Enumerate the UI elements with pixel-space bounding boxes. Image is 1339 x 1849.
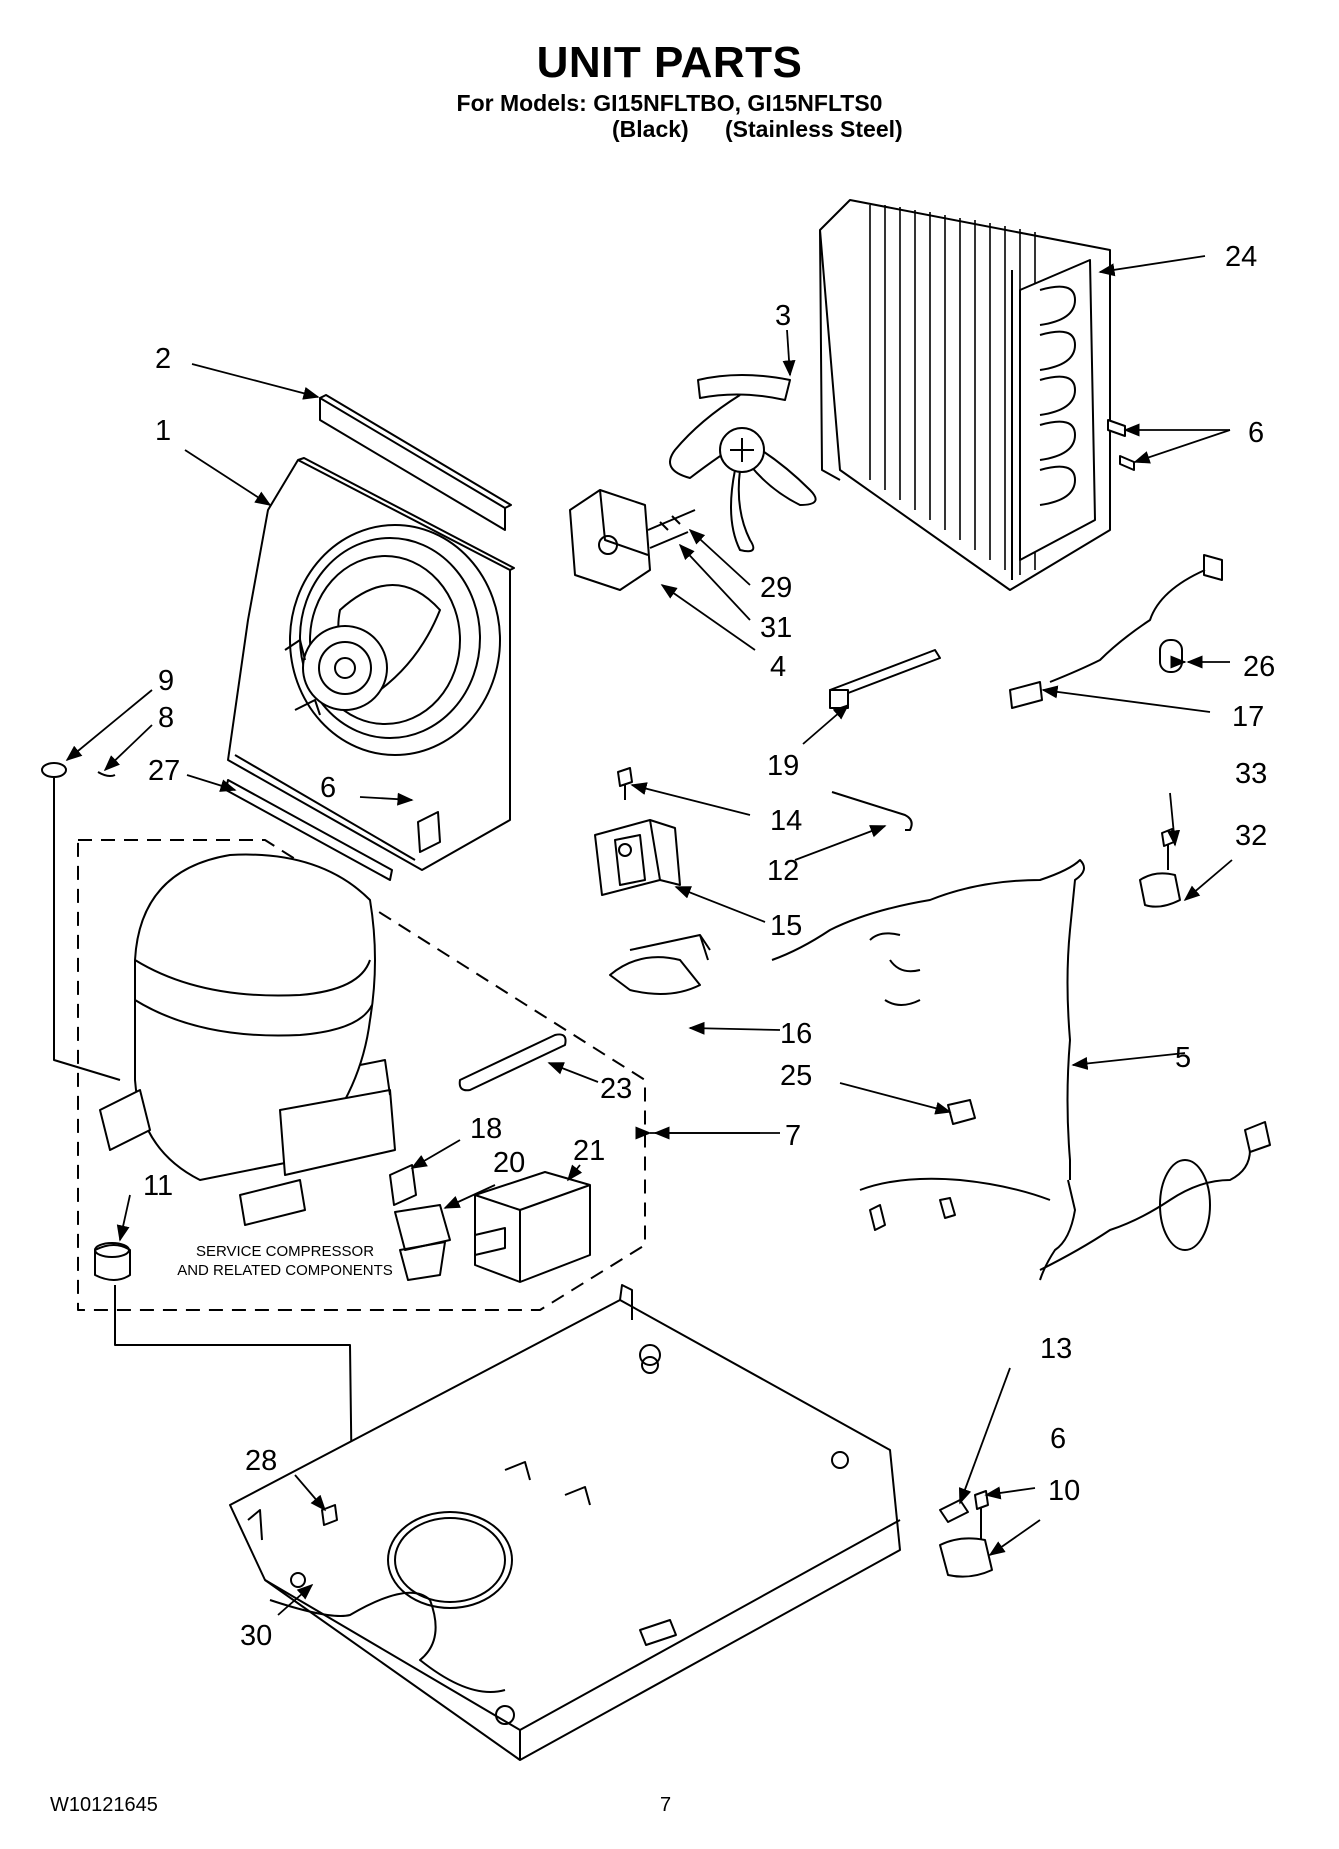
cable-tie-part <box>829 649 941 709</box>
callout-28: 28 <box>245 1445 277 1477</box>
service-compressor-box <box>77 839 646 1311</box>
callout-33: 33 <box>1235 758 1267 790</box>
callout-7: 7 <box>785 1120 801 1152</box>
callout-13: 13 <box>1040 1333 1072 1365</box>
clamp-part <box>1139 828 1181 908</box>
fan-shroud-part <box>227 457 515 871</box>
models-line: For Models: GI15NFLTBO, GI15NFLTS0 <box>456 90 883 116</box>
variant-black-label: (Black) <box>612 116 689 142</box>
clip-part <box>947 1099 976 1125</box>
callout-19: 19 <box>767 750 799 782</box>
callout-32: 32 <box>1235 820 1267 852</box>
grommet-part <box>41 762 131 1281</box>
service-compressor-note: SERVICE COMPRESSOR AND RELATED COMPONENT… <box>140 1242 430 1280</box>
callout-1: 1 <box>155 415 171 447</box>
gasket-strip-part <box>319 394 512 531</box>
callout-24: 24 <box>1225 241 1257 273</box>
callout-17: 17 <box>1232 701 1264 733</box>
callout-23: 23 <box>600 1073 632 1105</box>
callout-11: 11 <box>143 1170 173 1202</box>
callout-21: 21 <box>573 1135 605 1167</box>
callout-27: 27 <box>148 755 180 787</box>
callout-16: 16 <box>780 1018 812 1050</box>
compressor-part <box>99 853 396 1226</box>
drain-tube-part <box>831 791 913 831</box>
filter-drier-part <box>458 1033 567 1092</box>
callout-31: 31 <box>760 612 792 644</box>
callout-6-shroud: 6 <box>320 772 336 804</box>
callout-2: 2 <box>155 343 171 375</box>
base-pan-part <box>229 1284 901 1761</box>
wire-bracket-part <box>609 934 711 995</box>
callout-25: 25 <box>780 1060 812 1092</box>
callout-29: 29 <box>760 572 792 604</box>
page-number: 7 <box>660 1794 672 1816</box>
main-wiring-harness-part <box>771 859 1271 1281</box>
page-title: UNIT PARTS <box>536 38 803 87</box>
relay-part <box>594 767 681 896</box>
service-note-line-1: SERVICE COMPRESSOR <box>195 1243 375 1260</box>
callout-6-base: 6 <box>1050 1423 1066 1455</box>
leveling-leg-part <box>939 1499 969 1523</box>
overload-cover-part <box>389 1164 417 1206</box>
callout-12: 12 <box>767 855 799 887</box>
callout-3: 3 <box>775 300 791 332</box>
document-code: W10121645 <box>50 1794 158 1816</box>
callout-18: 18 <box>470 1113 502 1145</box>
callout-6-condenser: 6 <box>1248 417 1264 449</box>
callout-30: 30 <box>240 1620 272 1652</box>
callout-20: 20 <box>493 1147 525 1179</box>
callout-4: 4 <box>770 651 786 683</box>
callout-8: 8 <box>158 702 174 734</box>
fan-motor-part <box>569 489 696 591</box>
callout-9: 9 <box>158 665 174 697</box>
callout-26: 26 <box>1243 651 1275 683</box>
service-note-line-2: AND RELATED COMPONENTS <box>177 1262 393 1279</box>
start-device-part <box>474 1171 591 1283</box>
condenser-coil-part <box>819 199 1111 591</box>
fan-blade-part <box>669 374 817 553</box>
callout-14: 14 <box>770 805 802 837</box>
overload-part <box>394 1204 451 1281</box>
callout-15: 15 <box>770 910 802 942</box>
screw-part <box>1107 419 1135 471</box>
thermistor-harness-part <box>1009 554 1223 709</box>
callout-5: 5 <box>1175 1042 1191 1074</box>
callout-10: 10 <box>1048 1475 1080 1507</box>
lower-clamp-part <box>939 1490 993 1578</box>
variant-stainless-label: (Stainless Steel) <box>725 116 903 142</box>
